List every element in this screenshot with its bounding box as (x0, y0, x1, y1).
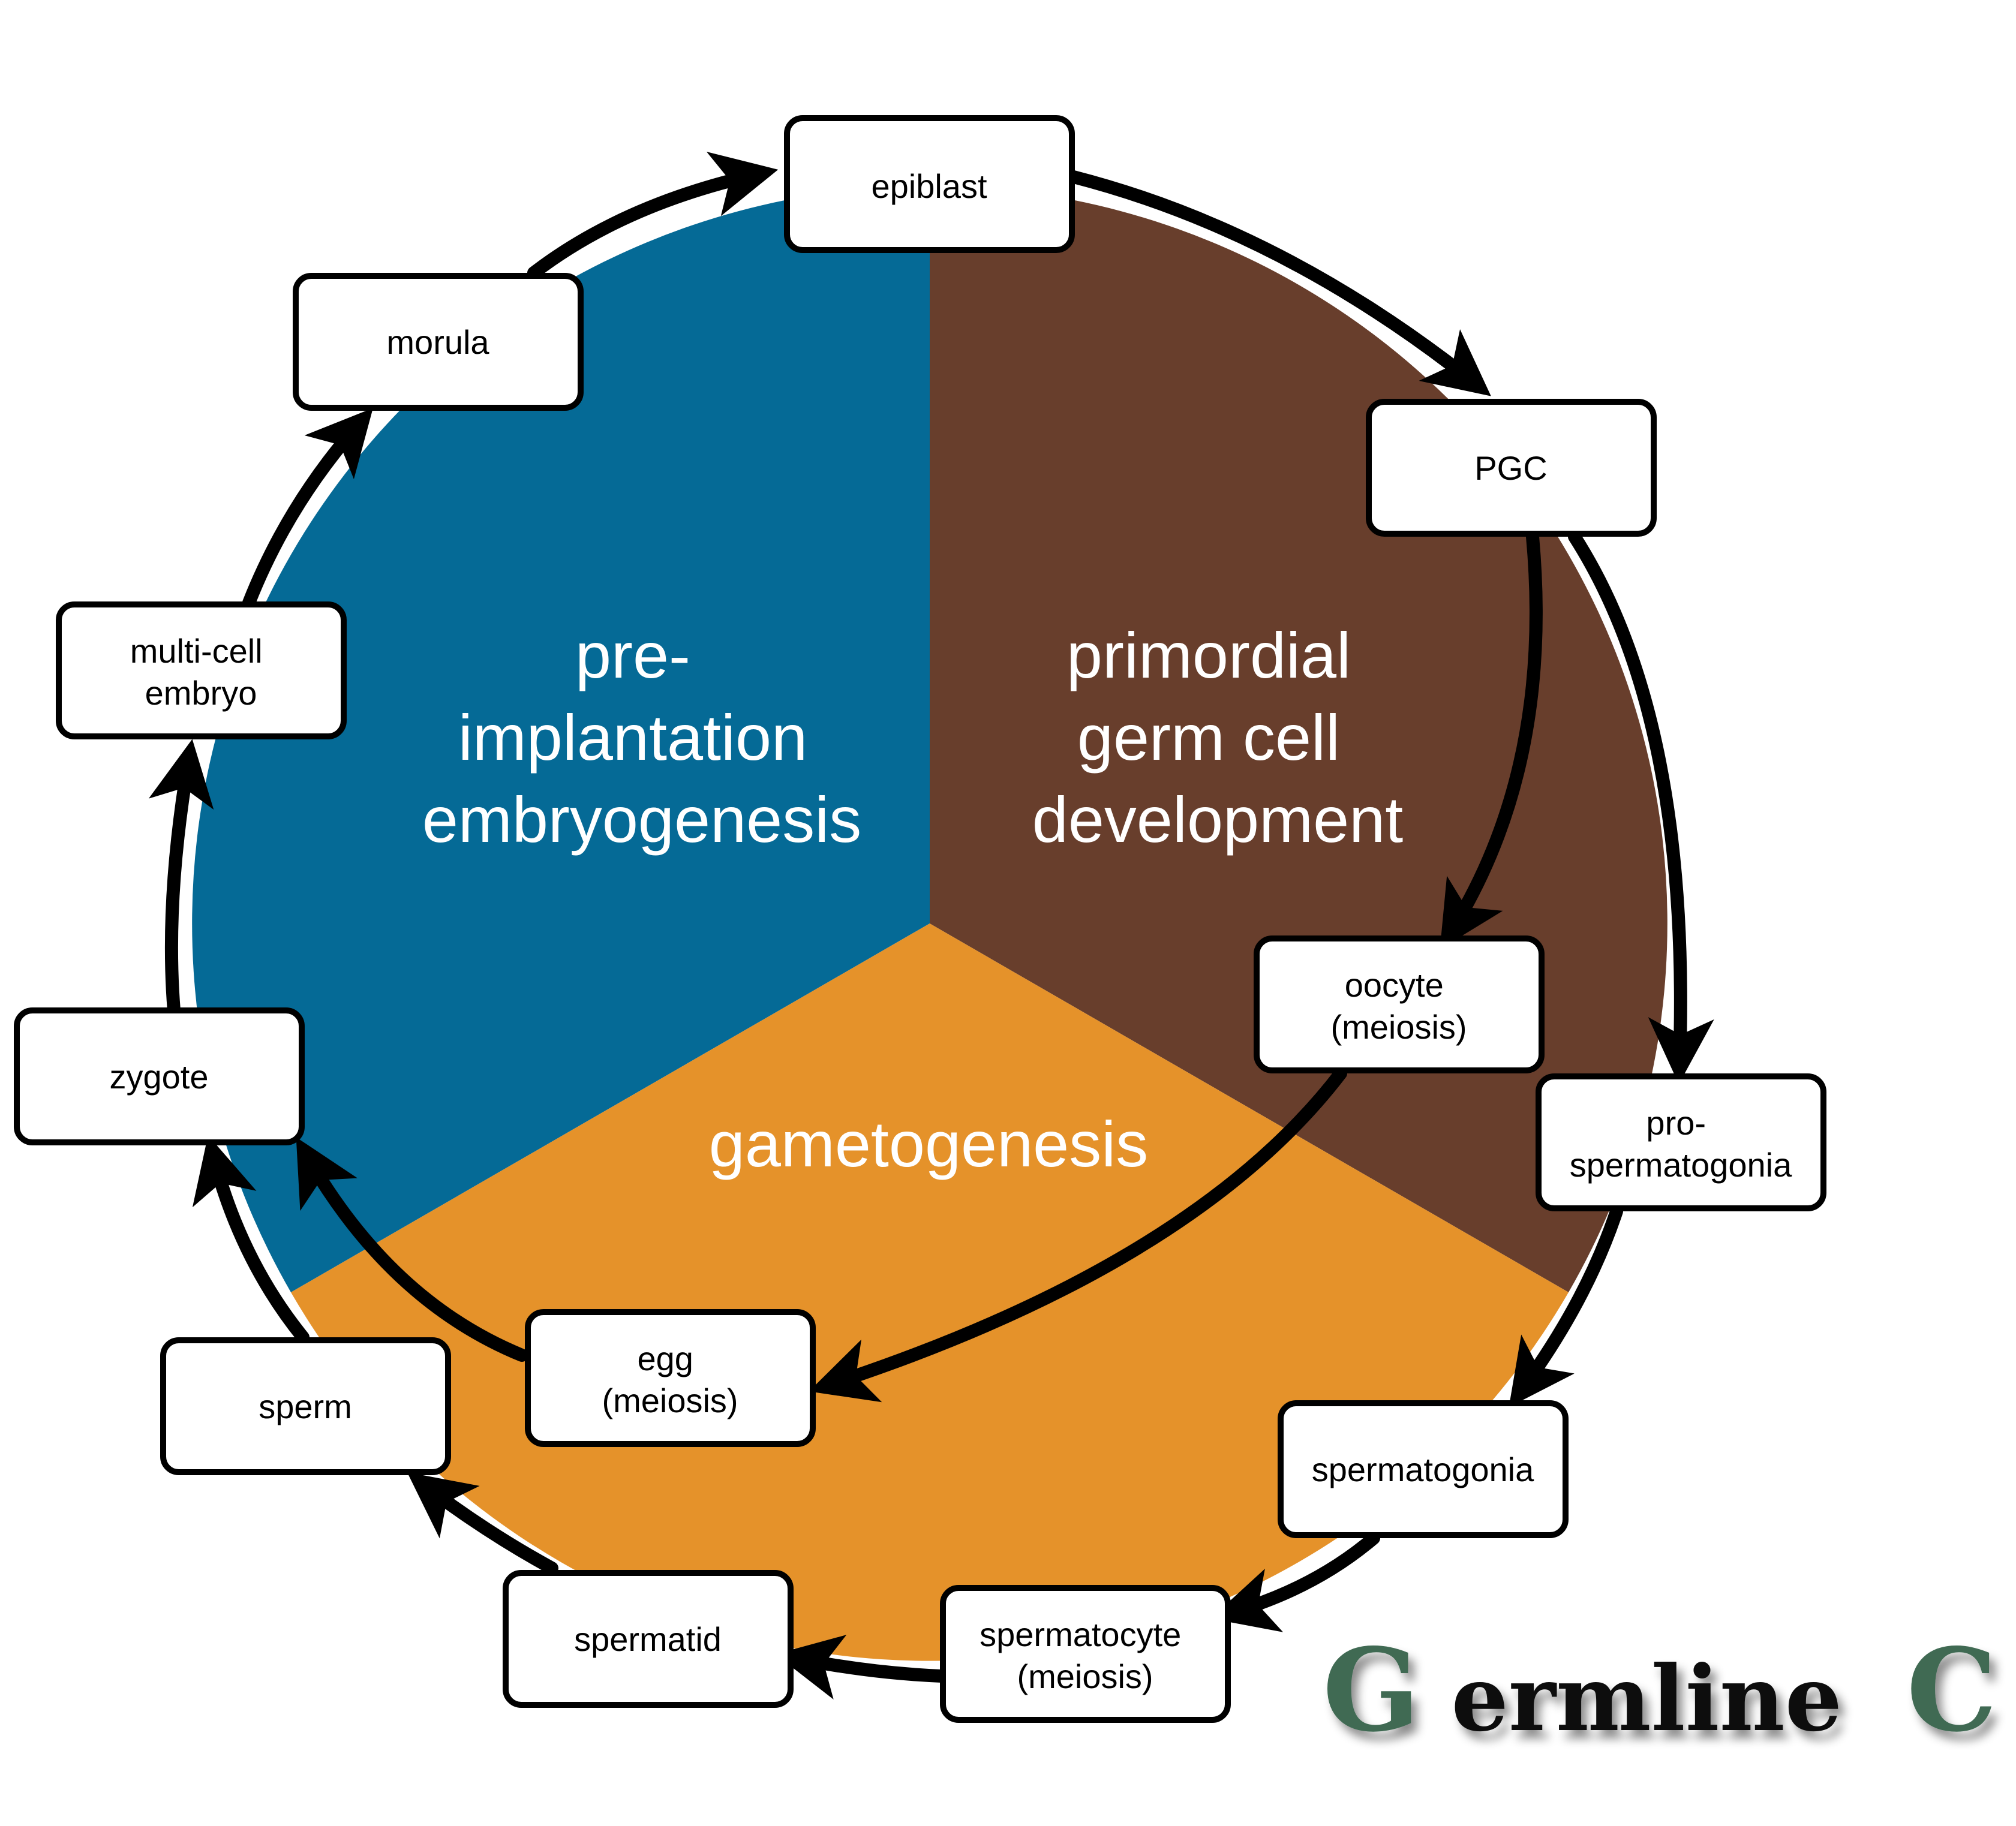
arrow-prospermatogonia-to-spermatogonia (1509, 1205, 1623, 1407)
stage-label-line: epiblast (871, 167, 987, 205)
stage-label: spermatocyte (meiosis) (980, 1616, 1191, 1695)
gametogenesis-label-line-1: gametogenesis (709, 1108, 1148, 1180)
stage-box (525, 1309, 816, 1447)
arrow-epiblast-to-pgc (1067, 170, 1491, 396)
stage-label-line: multi-cell (130, 632, 263, 670)
stage-label: sperm (259, 1388, 352, 1425)
stage-spermatogonia: spermatogonia (1278, 1400, 1569, 1538)
stage-box (503, 1570, 794, 1708)
logo-capital-c: C (1906, 1623, 1997, 1757)
pgc-development-label: primordial germ cell development (1032, 619, 1403, 856)
stage-label-line: pro- (1646, 1104, 1706, 1142)
stage-multicell-embryo: multi-cell embryo (56, 601, 347, 739)
embryogenesis-label-line-2: implantation (458, 701, 807, 774)
stage-label: egg (meiosis) (602, 1340, 738, 1419)
stage-label: spermatogonia (1312, 1451, 1534, 1488)
stage-epiblast: epiblast (784, 115, 1075, 253)
arrow-spermatid-to-sperm (407, 1472, 558, 1575)
logo-capital-g: G (1323, 1623, 1420, 1757)
stage-label-line: egg (638, 1340, 693, 1377)
stage-box (1536, 1073, 1826, 1211)
stage-label-line: spermatogonia (1570, 1146, 1792, 1184)
sector-embryogenesis (192, 186, 930, 1292)
arrow-oocyte-to-egg (809, 1067, 1347, 1403)
stage-spermatid: spermatid (503, 1570, 794, 1708)
arrow-spermatogonia-to-spermatocyte (1210, 1532, 1380, 1632)
cycle-arrows (148, 152, 1714, 1700)
stage-oocyte: oocyte (meiosis) (1254, 935, 1545, 1073)
stage-box (1254, 935, 1545, 1073)
stage-box (14, 1007, 305, 1145)
arrow-pgc-to-oocyte (1440, 530, 1543, 949)
embryogenesis-label-line-3: embryogenesis (422, 783, 861, 856)
stage-label: multi-cell embryo (130, 632, 272, 712)
pgc-label-line-3: development (1032, 783, 1403, 856)
stage-label: epiblast (871, 167, 987, 205)
arrow-pgc-to-prospermatogonia (1568, 530, 1714, 1084)
stage-box (160, 1337, 451, 1475)
stage-zygote: zygote (14, 1007, 305, 1145)
stage-egg: egg (meiosis) (525, 1309, 816, 1447)
stage-label-line: sperm (259, 1388, 352, 1425)
stage-prospermatogonia: pro- spermatogonia (1536, 1073, 1826, 1211)
stage-label: spermatid (574, 1620, 722, 1658)
stage-label-line: spermatid (574, 1620, 722, 1658)
stage-box (784, 115, 1075, 253)
stage-label: PGC (1474, 449, 1547, 487)
germline-cycle-logo: G ermline C ycle (1323, 1623, 2016, 1757)
stage-label-line: oocyte (1345, 966, 1444, 1004)
arrow-sperm-to-zygote (192, 1135, 310, 1344)
stage-label-line: (meiosis) (602, 1382, 738, 1419)
stage-label-line: embryo (145, 674, 257, 712)
stage-label-line: PGC (1474, 449, 1547, 487)
pgc-label-line-2: germ cell (1077, 701, 1340, 774)
embryogenesis-label-line-1: pre- (575, 619, 690, 691)
stage-box (1278, 1400, 1569, 1538)
arrow-multicell-to-morula (242, 408, 373, 609)
stage-label-line: (meiosis) (1017, 1657, 1153, 1695)
stage-box (1366, 399, 1657, 537)
gametogenesis-label: gametogenesis (709, 1108, 1148, 1180)
arrow-morula-to-epiblast (527, 152, 779, 279)
stage-sperm: sperm (160, 1337, 451, 1475)
stage-label-line: spermatogonia (1312, 1451, 1534, 1488)
stage-label-line: zygote (110, 1058, 209, 1096)
stage-pgc: PGC (1366, 399, 1657, 537)
pgc-label-line-1: primordial (1066, 619, 1351, 691)
arrow-zygote-to-multicell (148, 739, 214, 1017)
stage-label: oocyte (meiosis) (1330, 966, 1467, 1046)
stage-box (940, 1585, 1231, 1723)
arrow-spermatocyte-to-spermatid (775, 1635, 948, 1700)
stage-label: pro- spermatogonia (1570, 1104, 1792, 1184)
stage-label-line: morula (386, 323, 489, 361)
stage-label-line: (meiosis) (1330, 1008, 1467, 1046)
embryogenesis-label: pre- implantation embryogenesis (422, 619, 861, 856)
stage-box (56, 601, 347, 739)
logo-word-germline-rest: ermline (1452, 1646, 1843, 1752)
stage-box (293, 273, 584, 411)
stage-label-line: spermatocyte (980, 1616, 1181, 1653)
stage-spermatocyte: spermatocyte (meiosis) (940, 1585, 1231, 1723)
stage-morula: morula (293, 273, 584, 411)
sector-gametogenesis (291, 923, 1569, 1661)
stage-label: morula (386, 323, 489, 361)
stage-label: zygote (110, 1058, 209, 1096)
arrow-egg-to-zygote (296, 1137, 528, 1362)
